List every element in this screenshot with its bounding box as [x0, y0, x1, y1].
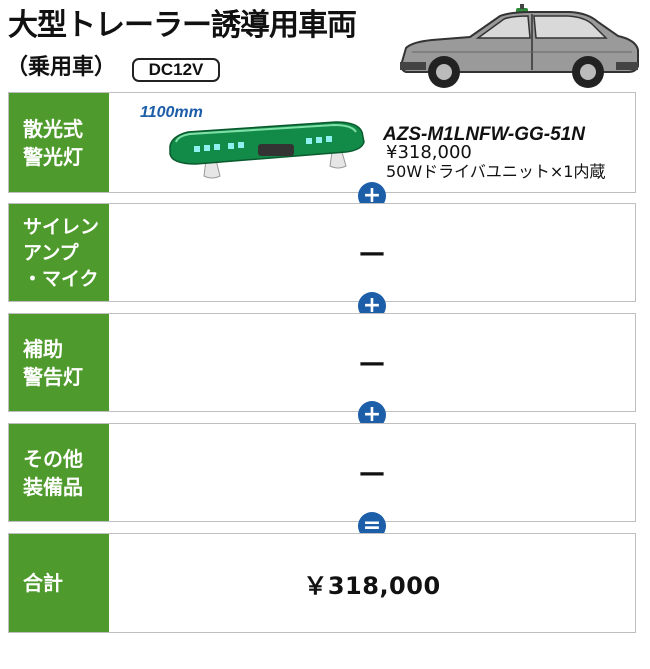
label-line: サイレン	[23, 215, 100, 238]
row-value-siren: —	[359, 237, 385, 268]
sedan-car-icon	[400, 4, 639, 88]
row-label-siren: サイレン アンプ ・マイク	[9, 204, 109, 301]
label-line: その他	[23, 446, 83, 471]
row-other: その他 装備品 —	[8, 423, 636, 522]
label-line: 補助	[23, 336, 63, 361]
product-note: 50Wドライバユニット×1内蔵	[386, 162, 606, 181]
voltage-badge: DC12V	[132, 58, 220, 82]
row-label-total: 合計	[9, 534, 109, 632]
label-line: 警光灯	[23, 144, 83, 169]
row-value-aux: —	[359, 347, 385, 378]
row-siren: サイレン アンプ ・マイク —	[8, 203, 636, 302]
label-line: 散光式	[23, 116, 83, 141]
row-label-light: 散光式 警光灯	[9, 93, 109, 192]
label-line: アンプ	[23, 241, 79, 264]
row-aux: 補助 警告灯 —	[8, 313, 636, 412]
row-label-aux: 補助 警告灯	[9, 314, 109, 411]
label-line: 合計	[23, 571, 63, 595]
product-price: ¥318,000	[386, 142, 472, 163]
row-value-other: —	[359, 457, 385, 488]
label-line: ・マイク	[23, 267, 99, 290]
row-label-other: その他 装備品	[9, 424, 109, 521]
page-subtitle: （乗用車）	[6, 55, 117, 80]
page-title: 大型トレーラー誘導用車両	[8, 8, 357, 43]
label-line: 警告灯	[23, 364, 83, 389]
label-line: 装備品	[23, 474, 83, 499]
product-model: AZS-M1LNFW-GG-51N	[383, 124, 585, 145]
row-total: 合計 ￥318,000	[8, 533, 636, 633]
lightbar-size: 1100mm	[140, 104, 203, 121]
lightbar-icon	[169, 121, 365, 179]
total-amount: ￥318,000	[303, 571, 441, 600]
